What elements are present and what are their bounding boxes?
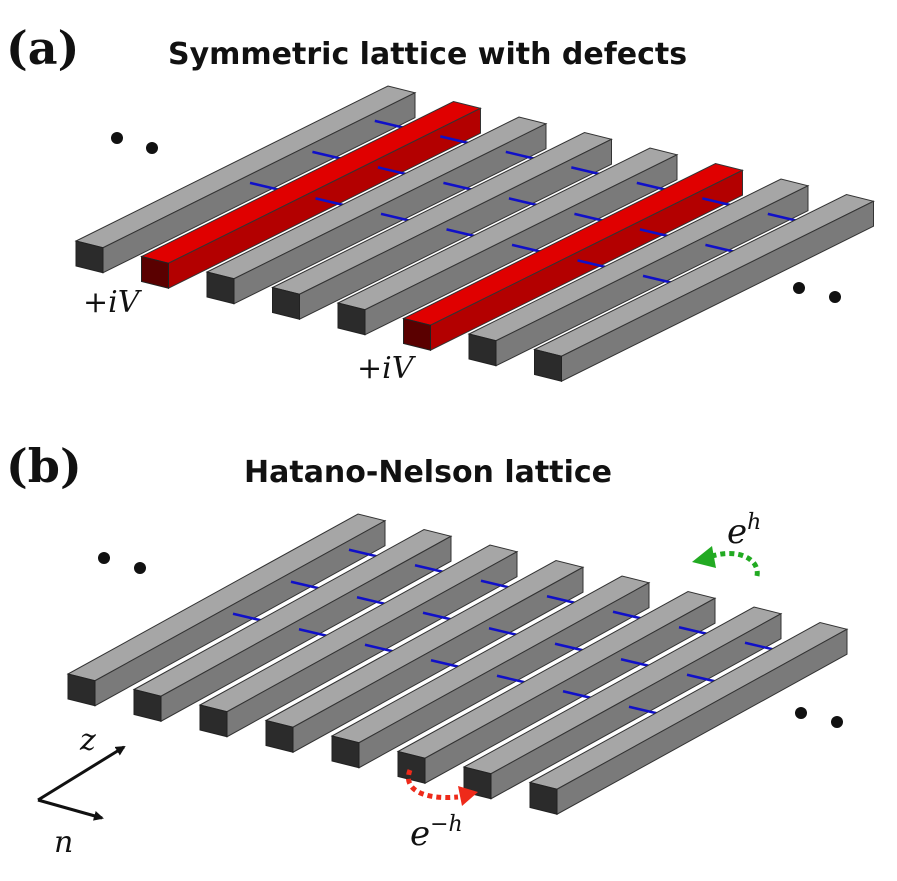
panel-a-ellipsis-right [793, 282, 841, 303]
panel-b-ellipsis-right [795, 707, 843, 728]
panel-a-rod-7 [467, 178, 810, 367]
loss-label-base: e [410, 814, 430, 854]
panel-b-rod-front-face [397, 750, 426, 784]
gain-label-base: e [727, 512, 747, 552]
panel-a-rod-2 [140, 100, 482, 290]
panel-a-header: (a) Symmetric lattice with defects [6, 21, 687, 75]
svg-text:(a): (a) [6, 21, 79, 75]
panel-b-rod-front-face [133, 688, 162, 722]
panel-a-rod-front-face [403, 317, 431, 351]
panel-b-rod-8 [528, 621, 849, 816]
loss-label: e−h [410, 812, 463, 854]
panel-a-rod-6 [402, 162, 744, 352]
panel-a-rod-front-face [272, 286, 300, 320]
panel-b-rod-front-face [265, 719, 294, 753]
panel-b-header: (b) Hatano-Nelson lattice [6, 439, 612, 493]
axis-z-label: z [79, 723, 96, 758]
panel-a-tag-letter: a [28, 21, 58, 75]
panel-b-rod-4 [264, 559, 585, 754]
panel-a-lattice [74, 85, 875, 383]
svg-text:(b): (b) [6, 439, 82, 493]
panel-b-rod-front-face [331, 735, 360, 769]
panel-a-rod-8 [533, 193, 875, 383]
panel-a-tag-close: ) [58, 21, 80, 75]
panel-b-rod-6 [396, 590, 717, 785]
panel-b-rod-3 [198, 544, 519, 738]
loss-label-exp: −h [430, 812, 463, 837]
panel-b-tag-close: ) [60, 439, 82, 493]
gain-label-exp: h [747, 510, 761, 535]
panel-b-tag-open: ( [6, 439, 28, 493]
loss-hopping-arrow [405, 769, 478, 806]
defect-label-2: +iV [357, 351, 417, 386]
panel-b-rod-front-face [529, 781, 558, 815]
panel-a-title: Symmetric lattice with defects [168, 37, 687, 72]
axis-n-arrow [37, 798, 104, 821]
axis-n-label: n [54, 825, 73, 860]
gain-hopping-arrow [692, 546, 760, 577]
panel-a-rod-front-face [206, 271, 235, 305]
panel-a-rod-4 [271, 131, 613, 321]
panel-b-rod-7 [462, 606, 783, 800]
panel-a-rod-front-face [75, 240, 104, 274]
panel-a-rod-1 [74, 85, 417, 274]
panel-b-title: Hatano-Nelson lattice [244, 455, 612, 490]
panel-b-rod-1 [66, 513, 387, 707]
panel-b-rod-front-face [67, 673, 96, 707]
panel-a-rod-front-face [337, 302, 366, 336]
panel-a-rod-3 [205, 116, 548, 305]
panel-b-ellipsis-left [98, 552, 146, 574]
panel-a-tag-open: ( [6, 21, 28, 75]
axes-indicator: z n [37, 723, 126, 860]
panel-b-rod-front-face [199, 704, 228, 738]
panel-a-ellipsis-left [111, 132, 158, 154]
panel-b-tag-letter: b [28, 439, 60, 493]
gain-label: eh [727, 510, 761, 552]
panel-b-rod-5 [330, 575, 651, 769]
panel-b-rod-2 [132, 528, 453, 723]
axis-z-arrow [37, 745, 126, 802]
panel-a-rod-front-face [468, 333, 497, 367]
defect-label-1: +iV [83, 285, 143, 320]
panel-a-rod-front-face [141, 255, 169, 289]
panel-a-rod-front-face [534, 348, 562, 382]
panel-b-lattice [66, 513, 849, 816]
panel-a-rod-5 [336, 147, 679, 336]
